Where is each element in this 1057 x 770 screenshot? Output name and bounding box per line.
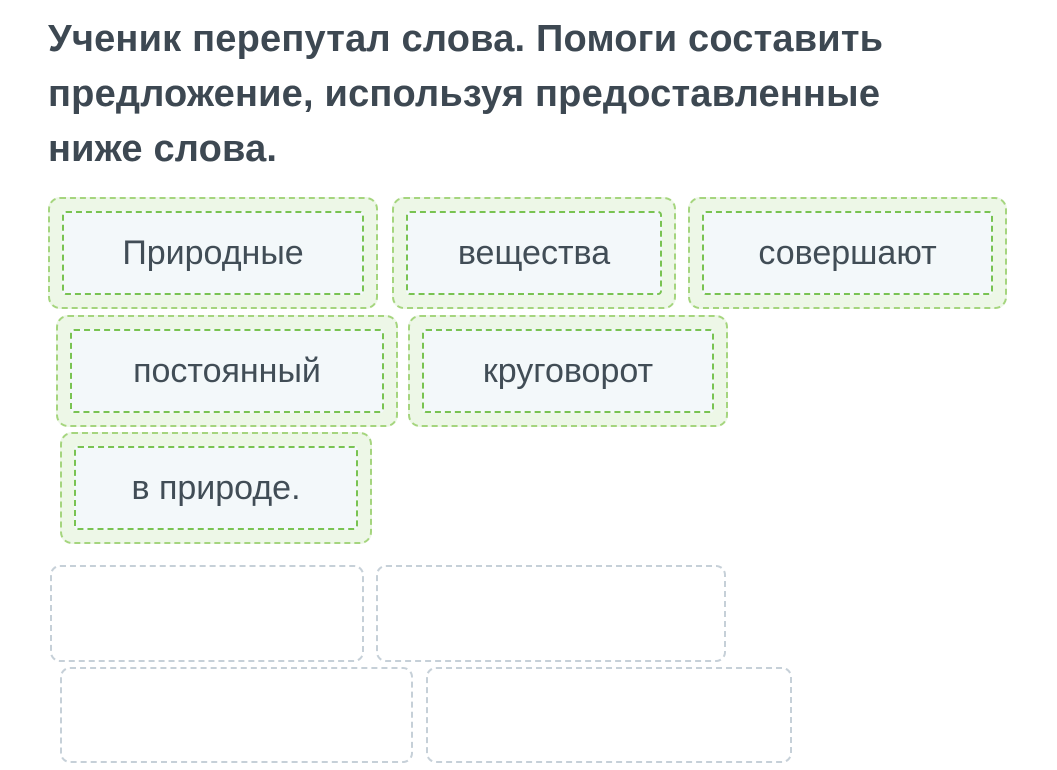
task-title-line: предложение, используя предоставленные [48,73,881,115]
word-source-slot: совершают [688,197,1007,309]
word-tile[interactable]: в природе. [74,446,358,530]
word-tile[interactable]: постоянный [70,329,384,413]
word-source-slot: Природные [48,197,378,309]
word-tile[interactable]: Природные [62,211,364,295]
word-tile[interactable]: вещества [406,211,662,295]
word-tile[interactable]: круговорот [422,329,714,413]
word-source-slot: вещества [392,197,676,309]
word-source-slot: в природе. [60,432,372,544]
answer-drop-slot[interactable] [376,565,726,662]
task-title: Ученик перепутал слова. Помоги составить… [48,12,1028,177]
answer-drop-slot[interactable] [426,667,792,763]
answer-drop-slot[interactable] [50,565,364,662]
word-source-slot: постоянный [56,315,398,427]
answer-drop-slot[interactable] [60,667,413,763]
word-source-slot: круговорот [408,315,728,427]
task-title-line: ниже слова. [48,128,278,170]
word-tile[interactable]: совершают [702,211,993,295]
task-title-line: Ученик перепутал слова. Помоги составить [48,18,884,60]
